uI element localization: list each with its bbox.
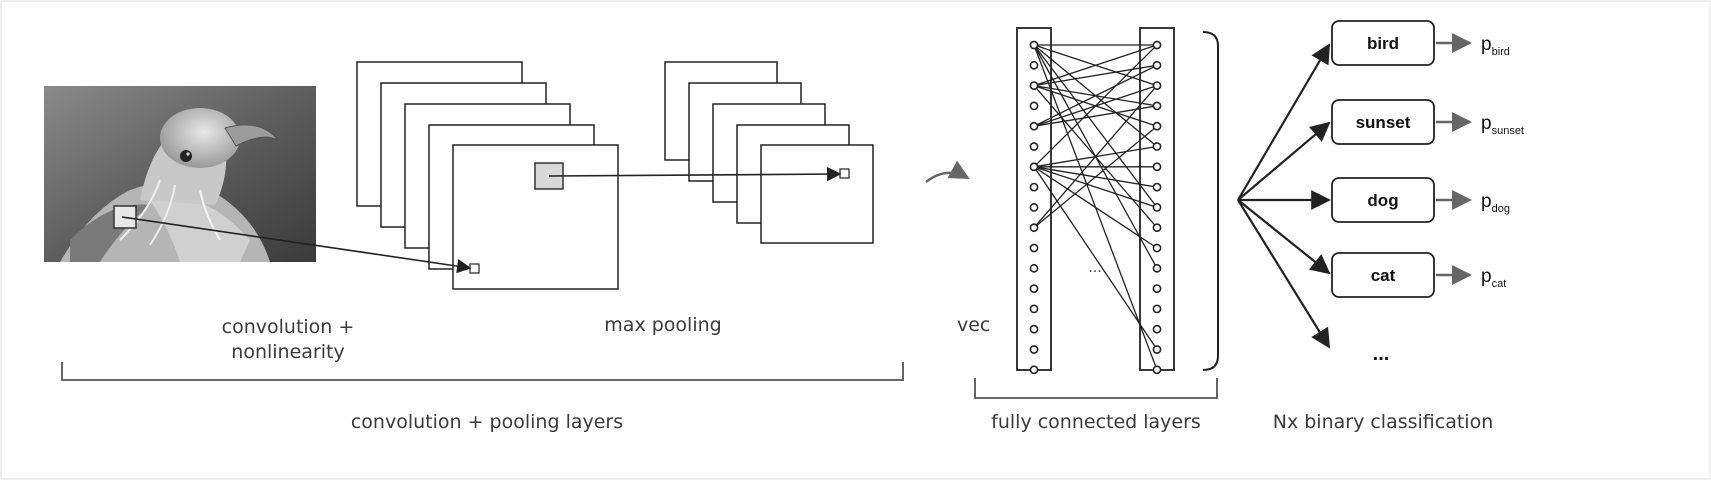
conv-feature-maps — [356, 61, 619, 290]
class-label: cat — [1371, 266, 1396, 285]
vec-label: vec — [957, 314, 990, 336]
fc-connection — [1033, 85, 1158, 229]
class-box-cat: cat — [1331, 252, 1435, 298]
output-arrows — [1436, 33, 1472, 285]
fc-node — [1152, 162, 1162, 172]
fc-node — [1029, 60, 1039, 70]
fc-node — [1152, 324, 1162, 334]
fc-node — [1029, 345, 1039, 354]
fc-node — [1029, 324, 1039, 334]
conv-label-line2: nonlinearity — [231, 341, 344, 363]
fc-connection — [1033, 105, 1158, 127]
fc-node — [1152, 243, 1162, 253]
fc-node — [1152, 304, 1162, 314]
fc-node — [1029, 162, 1039, 172]
fc-node — [1029, 243, 1039, 253]
fc-node — [1152, 263, 1162, 273]
fc-bottom-bracket — [974, 378, 1218, 399]
curved-arrow-icon — [925, 160, 970, 183]
fc-node — [1029, 142, 1039, 151]
prob-cat: pcat — [1481, 266, 1506, 290]
fc-connection — [1033, 44, 1158, 87]
class-label: sunset — [1356, 113, 1411, 132]
fc-node — [1029, 263, 1039, 273]
feature-cell — [469, 263, 480, 274]
fc-node — [1152, 81, 1162, 90]
fc-node — [1152, 345, 1162, 354]
fc-node — [1152, 365, 1162, 375]
prob-bird: pbird — [1481, 34, 1510, 58]
class-label: dog — [1367, 191, 1398, 210]
pooling-feature-maps — [664, 61, 874, 244]
fc-node — [1029, 284, 1039, 293]
fc-connection — [1033, 166, 1158, 209]
fc-node — [1029, 81, 1039, 90]
fc-layer — [1139, 27, 1175, 371]
vec-layer — [1016, 27, 1052, 371]
fc-node — [1152, 284, 1162, 293]
fc-node — [1152, 202, 1162, 212]
bird-photo-icon — [44, 86, 316, 262]
fc-node — [1152, 60, 1162, 70]
fc-bracket — [1202, 31, 1219, 371]
fc-ellipsis: ... — [1088, 260, 1101, 276]
conv-pool-bracket — [61, 362, 904, 381]
fc-node — [1029, 40, 1039, 50]
fc-connection — [1033, 64, 1158, 87]
conv-label-line1: convolution + — [222, 316, 355, 338]
fc-connection — [1033, 166, 1158, 249]
fc-node — [1029, 101, 1039, 111]
prob-sunset: psunset — [1481, 113, 1524, 137]
fc-connection — [1033, 44, 1158, 208]
fc-node — [1029, 202, 1039, 212]
fc-node — [1152, 121, 1162, 131]
fc-connection — [1033, 64, 1158, 127]
fc-connections — [1033, 44, 1158, 371]
fc-node — [1029, 182, 1039, 192]
fc-connection — [1033, 166, 1158, 350]
fc-node — [1029, 223, 1039, 233]
fc-node — [1152, 40, 1162, 50]
fc-node — [1152, 101, 1162, 111]
class-box-sunset: sunset — [1331, 99, 1435, 145]
fc-node — [1029, 365, 1039, 375]
fc-node — [1152, 182, 1162, 192]
class-label: bird — [1367, 34, 1399, 53]
fc-nodes — [1029, 40, 1162, 375]
fc-node — [1029, 304, 1039, 314]
fc-node — [1152, 142, 1162, 151]
image-to-conv-arrow — [121, 216, 472, 274]
classification-arrows — [1237, 43, 1331, 349]
prob-dog: pdog — [1481, 191, 1510, 215]
fc-connection — [1033, 125, 1158, 229]
fc-layers-label: fully connected layers — [991, 411, 1201, 433]
fc-node — [1152, 223, 1162, 233]
fc-connection — [1033, 44, 1158, 168]
max-pooling-label: max pooling — [604, 314, 721, 336]
conv-to-pool-arrow — [548, 166, 842, 182]
class-box-dog: dog — [1331, 177, 1435, 223]
conv-pool-layers-label: convolution + pooling layers — [351, 411, 623, 433]
more-classes: ... — [1373, 343, 1390, 365]
binary-classification-label: Nx binary classification — [1273, 411, 1494, 433]
fc-node — [1029, 121, 1039, 131]
class-box-bird: bird — [1331, 20, 1435, 66]
pooled-cell — [839, 168, 850, 179]
